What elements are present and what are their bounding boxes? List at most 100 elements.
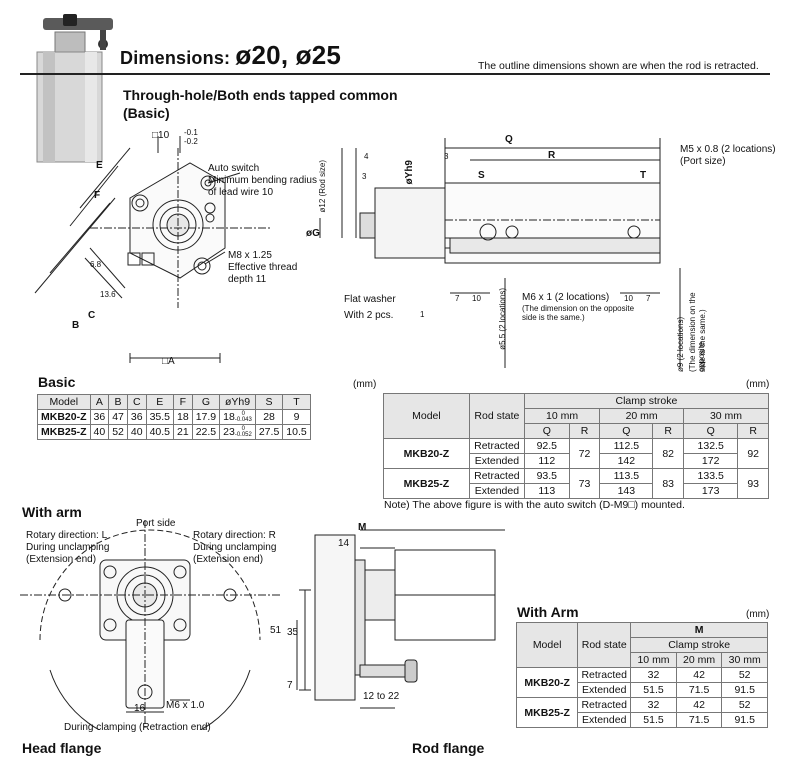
basic-cell: 27.5 (254, 424, 284, 440)
side-7a: 7 (455, 294, 460, 303)
washer-line1: Flat washer (344, 294, 396, 305)
arm-cell: 71.5 (675, 682, 723, 698)
stroke-state: Retracted (468, 468, 525, 484)
arm-35-label: 35 (287, 627, 299, 638)
thread-line2: Effective thread (228, 262, 298, 273)
basic-cell: 36 (126, 409, 147, 425)
arm-table-unit: (mm) (746, 609, 770, 620)
side-R: R (548, 150, 556, 161)
m6-label: M6 x 1 (2 locations) (The dimension on t… (522, 292, 634, 322)
side-3a: 3 (444, 152, 449, 161)
arm-cell: 32 (630, 667, 677, 683)
stroke-cell: 133.5 (682, 468, 739, 484)
stroke-model: MKB25-Z (383, 468, 470, 499)
basic-cell: MKB20-Z (37, 409, 91, 425)
basic-cell: 28 (254, 409, 284, 425)
auto-switch-text: Auto switch (208, 163, 260, 174)
section-title-common: Through-hole/Both ends tapped common (Ba… (123, 86, 398, 122)
yh9-tol-lower: -0.052 (234, 432, 252, 439)
clamp-stroke-table: Model Rod state Clamp stroke 10 mm 20 mm… (383, 393, 770, 499)
title-sizes: ø20, ø25 (235, 40, 342, 70)
basic-cell: 40 (89, 424, 110, 440)
arm-th-20: 20 mm (675, 652, 723, 668)
arm-dimensions-table: Model Rod state M Clamp stroke 10 mm 20 … (515, 622, 768, 728)
stroke-model: MKB20-Z (383, 438, 470, 469)
stroke-th-q: Q (682, 423, 739, 439)
basic-cell: 18 (173, 409, 193, 425)
stroke-cell: 113.5 (599, 468, 654, 484)
stroke-cell: 82 (652, 438, 684, 469)
basic-cell: 40 (126, 424, 147, 440)
stroke-table-unit: (mm) (746, 379, 770, 390)
title-divider (20, 73, 770, 75)
stroke-th-q: Q (523, 423, 570, 439)
d9-line1: ø9 (2 locations) (676, 316, 685, 372)
stroke-th-rod-text: Rod state (474, 410, 520, 422)
rotary-l-label: Rotary direction: L During unclamping (E… (26, 530, 109, 566)
arm-cell: 71.5 (675, 712, 723, 728)
arm-cell: 51.5 (630, 712, 677, 728)
basic-table-title: Basic (38, 374, 76, 390)
dim-C: C (88, 310, 96, 321)
stroke-th-r: R (652, 423, 684, 439)
arm-cell: 32 (630, 697, 677, 713)
basic-cell: 22.5 (191, 424, 221, 440)
arm-th-rod-text: Rod state (581, 639, 627, 651)
arm-cell: 52 (721, 667, 768, 683)
rot-l-line3: (Extension end) (26, 554, 97, 565)
port-size-label: M5 x 0.8 (2 locations) (Port size) (680, 144, 776, 168)
side-yh9: øYh9 (404, 160, 415, 185)
section-title-line2: (Basic) (123, 105, 170, 121)
d9-line3: side is the same.) (698, 309, 707, 372)
rot-l-line1: Rotary direction: L (26, 530, 108, 541)
thread-line3: depth 11 (228, 274, 267, 285)
with-arm-title: With arm (22, 504, 82, 520)
bend-radius-line2: of lead wire 10 (208, 187, 274, 198)
bend-radius-line1: Minimum bending radius (208, 175, 317, 186)
stroke-th-30: 30 mm (682, 408, 770, 424)
arm-th-10: 10 mm (630, 652, 677, 668)
head-flange-title: Head flange (22, 740, 102, 756)
stroke-cell: 93 (737, 468, 769, 499)
stroke-cell: 132.5 (682, 438, 739, 454)
rot-l-line2: During unclamping (26, 542, 110, 553)
rot-r-line1: Rotary direction: R (193, 530, 276, 541)
stroke-cell: 83 (652, 468, 684, 499)
basic-dimensions-table: Model A B C E F G øYh9 S T MKB20-Z 36 47… (37, 394, 311, 440)
square-10-tolerance: -0.1-0.2 (184, 128, 198, 146)
arm-th-model: Model (515, 622, 579, 668)
section-title-line1: Through-hole/Both ends tapped common (123, 87, 398, 103)
yh9-value: 23 (223, 425, 235, 438)
stroke-cell: 92 (737, 438, 769, 469)
arm-th-clamp: Clamp stroke (630, 637, 768, 653)
arm-m6-label: M6 x 1.0 (166, 700, 205, 711)
stroke-header-row-1: Model Rod state Clamp stroke (383, 393, 770, 439)
arm-M-label: M (358, 522, 367, 533)
stroke-cell: 72 (568, 438, 601, 469)
side-10b: 10 (624, 294, 633, 303)
stroke-cell: 92.5 (523, 438, 570, 454)
arm-cell: 42 (675, 697, 723, 713)
basic-cell: 10.5 (282, 424, 311, 440)
dim-6-8: 6.8 (90, 260, 102, 269)
side-S: S (478, 170, 485, 181)
stroke-th-rod: Rod state (468, 393, 525, 439)
side-G: øG (306, 228, 320, 239)
basic-table-header-row: Model A B C E F G øYh9 S T (37, 394, 311, 410)
side-3b: 3 (362, 172, 367, 181)
dim-F: F (94, 190, 101, 201)
thread-line1: M8 x 1.25 (228, 250, 272, 261)
arm-cell: 42 (675, 667, 723, 683)
basic-th-F: F (173, 394, 193, 410)
basic-cell: MKB25-Z (37, 424, 91, 440)
stroke-th-10: 10 mm (523, 408, 601, 424)
stroke-state: Extended (468, 483, 525, 499)
yh9-tol-upper: 0 (241, 411, 245, 418)
stroke-cell: 112.5 (599, 438, 654, 454)
rot-r-line2: During unclamping (193, 542, 277, 553)
clamping-label: During clamping (Retraction end) (64, 722, 211, 733)
side-1: 1 (420, 310, 425, 319)
square-10-label: □10 (152, 130, 169, 142)
